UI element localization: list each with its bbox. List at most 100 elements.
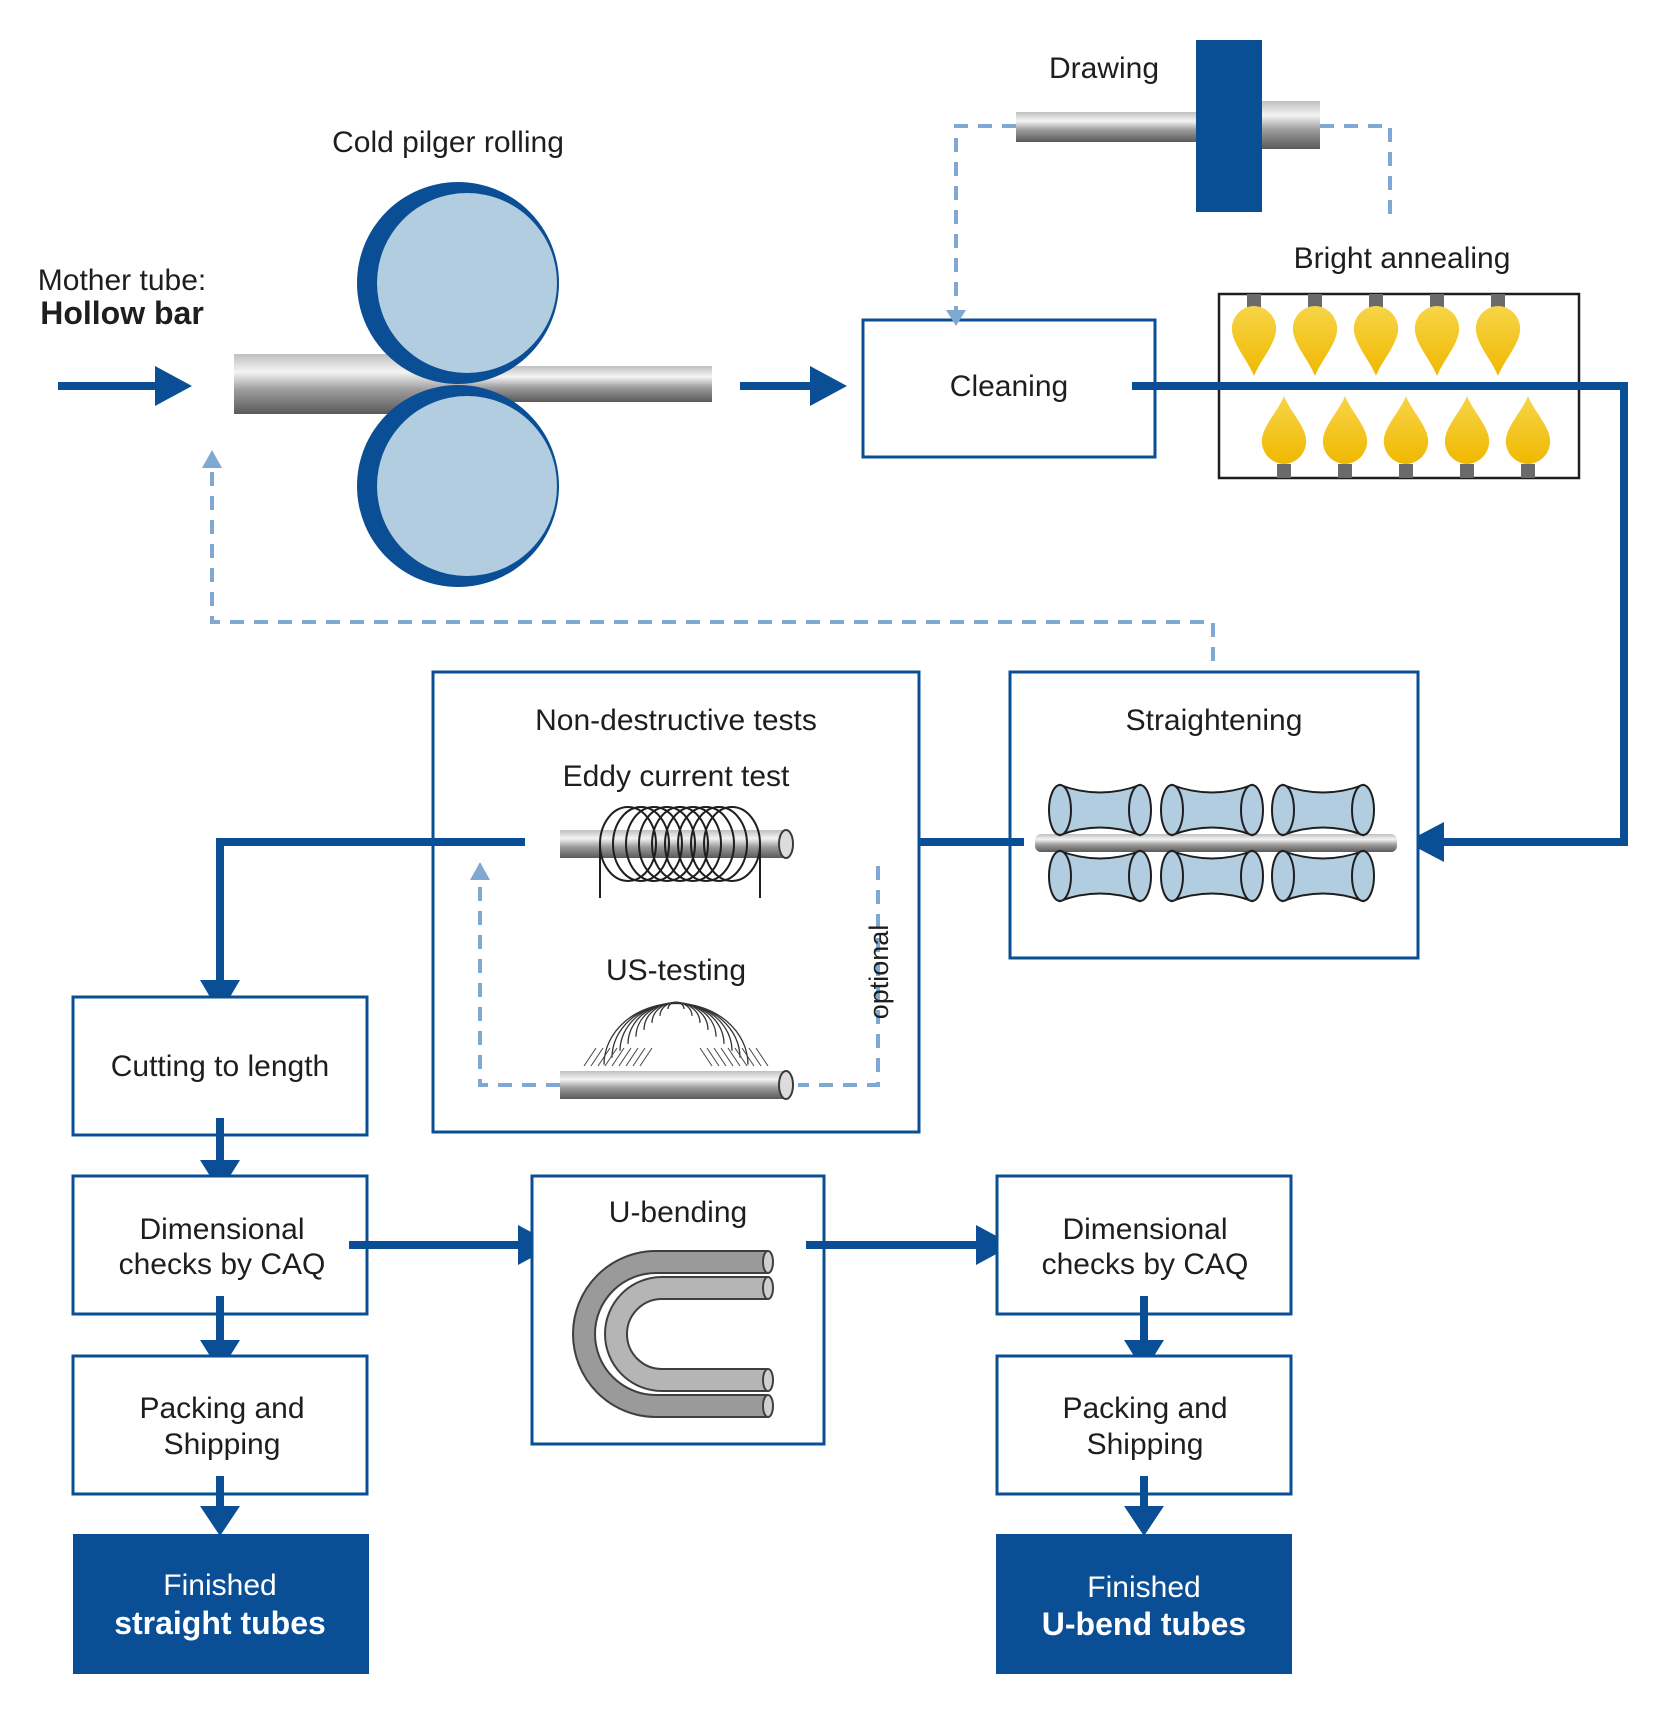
burner-nozzle [1491,294,1505,308]
optional-label: optional [864,925,894,1020]
finished-straight-line1: Finished [163,1569,276,1602]
flame-icon [1261,396,1307,464]
roll-end [1240,784,1264,836]
cutting-to-length-box [71,995,369,1137]
ultrasound-ray [741,1047,755,1067]
hollow-bar-label: Hollow bar [40,295,204,331]
roll-end [1160,850,1184,902]
coil-loop [638,806,696,882]
burner-nozzle [1277,464,1291,478]
ultrasound-ray [706,1047,720,1067]
ultrasound-ray [583,1047,597,1067]
ultrasound-wave [603,1002,749,1065]
flame-icon [1231,306,1277,376]
coil-loop [625,806,683,882]
bright-annealing-label: Bright annealing [1294,242,1511,275]
us-testing-illustration [560,1001,794,1100]
flame-icon [1414,306,1460,376]
roll-end [1271,850,1295,902]
straightening-rollers-illustration [1035,783,1397,903]
ultrasound-ray [734,1047,748,1067]
flow-arrow-packing-to-finished-right [1124,1476,1164,1536]
burner-nozzle [1521,464,1535,478]
roll-end [1271,784,1295,836]
roll-end [1351,784,1375,836]
flame-icon [1383,396,1429,464]
roll-end [1160,784,1184,836]
flame-icon [1292,306,1338,376]
straightening-label: Straightening [1126,704,1303,737]
rerolling-dashed-return [202,450,1215,685]
coil-loop [664,806,722,882]
ultrasound-ray [632,1047,646,1067]
flow-arrow-ubending-to-checks [806,1225,1013,1265]
flame-icon [1444,396,1490,464]
ultrasound-ray [713,1047,727,1067]
finished-ubend-line1: Finished [1087,1571,1200,1604]
ultrasound-ray [597,1047,611,1067]
roll-end [1048,850,1072,902]
burner-nozzle [1430,294,1444,308]
coil-loop [677,806,735,882]
finished-ubend-tubes-box [996,1534,1292,1674]
eddy-current-label: Eddy current test [563,760,790,793]
ultrasound-ray [748,1047,762,1067]
optional-dashed-loop [470,862,880,1087]
pilger-rolling-illustration [234,182,712,587]
ultrasound-ray [618,1047,632,1067]
packing-right-box [995,1354,1293,1496]
flame-icon [1475,306,1521,376]
cutting-to-length-label: Cutting to length [111,1050,329,1083]
ultrasound-ray [755,1047,769,1067]
burner-nozzle [1247,294,1261,308]
us-testing-label: US-testing [606,954,746,987]
ultrasound-ray [727,1047,741,1067]
roll-end [1128,784,1152,836]
burner-nozzle [1399,464,1413,478]
dimensional-checks-left-line1: Dimensional [139,1213,304,1246]
u-bend-tube-illustration [572,1250,774,1418]
burner-nozzle [1460,464,1474,478]
mother-tube-label: Mother tube: [38,264,206,297]
cleaning-box [861,318,1157,459]
packing-left-line2: Shipping [164,1428,281,1461]
drawing-dashed-loop [946,124,1392,326]
burner-nozzle [1308,294,1322,308]
roll-end [1128,850,1152,902]
ultrasound-ray [720,1047,734,1067]
flow-arrow-to-ubending [349,1225,555,1265]
u-bending-label: U-bending [609,1196,747,1229]
packing-left-line1: Packing and [139,1392,304,1425]
coil-loop [612,806,670,882]
flow-arrow-input [58,366,192,406]
cold-pilger-rolling-label: Cold pilger rolling [332,126,564,159]
dimensional-checks-left-line2: checks by CAQ [119,1248,326,1281]
drawing-die-illustration [1016,40,1320,212]
flame-icon [1505,396,1551,464]
roll-end [1240,850,1264,902]
ultrasound-ray [625,1047,639,1067]
flow-arrow-to-cleaning [740,366,847,406]
roll-end [1351,850,1375,902]
coil-loop [690,806,748,882]
dimensional-checks-right-line2: checks by CAQ [1042,1248,1249,1281]
finished-straight-tubes-box [73,1534,369,1674]
finished-straight-line2: straight tubes [114,1605,326,1641]
dimensional-checks-right-box [995,1174,1293,1316]
finished-ubend-line2: U-bend tubes [1042,1606,1246,1642]
roll-end [1048,784,1072,836]
packing-left-box [71,1354,369,1496]
ndt-label: Non-destructive tests [535,704,817,737]
ultrasound-ray [639,1047,653,1067]
flame-icon [1353,306,1399,376]
drawing-label: Drawing [1049,52,1159,85]
burner-nozzle [1369,294,1383,308]
ultrasound-ray [590,1047,604,1067]
burner-nozzle [1338,464,1352,478]
packing-right-line1: Packing and [1062,1392,1227,1425]
flame-icon [1322,396,1368,464]
dimensional-checks-right-line1: Dimensional [1062,1213,1227,1246]
coil-loop [651,806,709,882]
flame-icons [1231,294,1551,478]
